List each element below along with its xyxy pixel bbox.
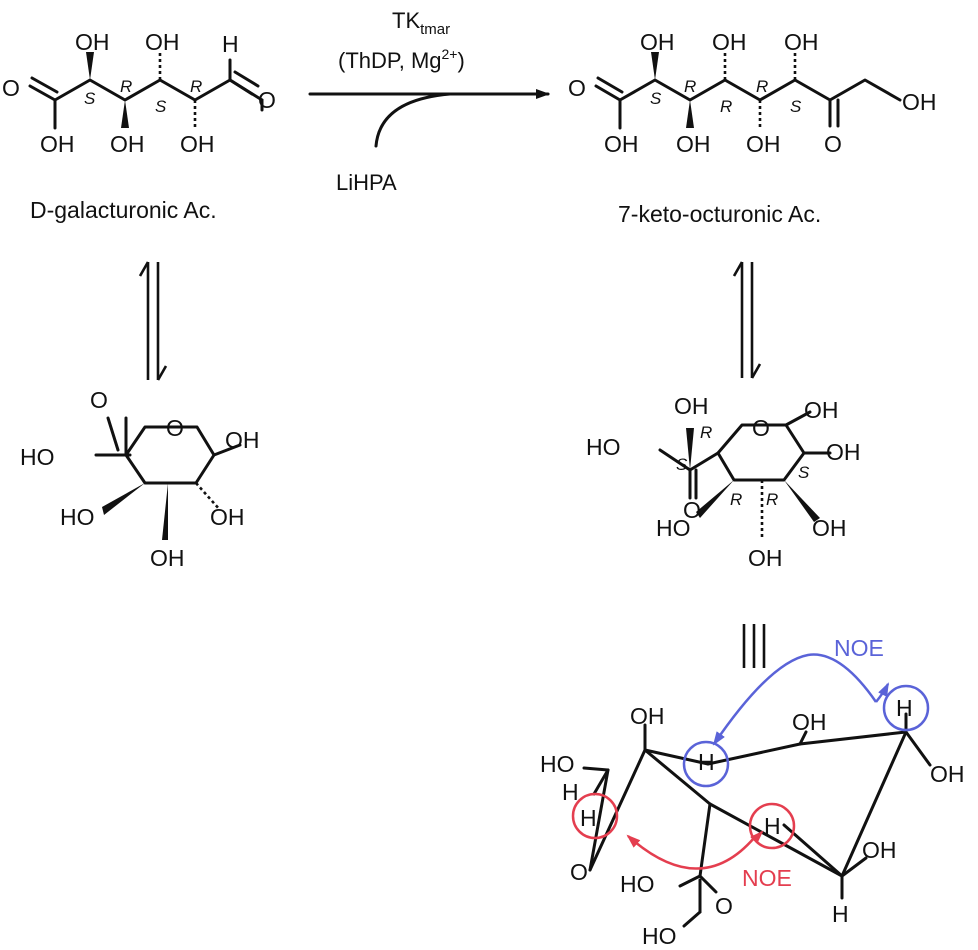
noe-arrow-blue bbox=[712, 653, 878, 746]
o-label: O bbox=[568, 75, 586, 101]
oh-label: OH bbox=[804, 397, 839, 423]
product-name: 7-keto-octuronic Ac. bbox=[618, 201, 821, 227]
h-label: H bbox=[580, 805, 597, 831]
oh-label: OH bbox=[930, 761, 965, 787]
stereo-descriptor: R bbox=[730, 490, 742, 509]
ho-label: HO bbox=[656, 515, 691, 541]
ring-oxygen-label: O bbox=[166, 415, 184, 441]
oh-label: OH bbox=[75, 29, 110, 55]
noe-label-blue: NOE bbox=[834, 635, 884, 661]
oh-label: OH bbox=[812, 515, 847, 541]
stereo-descriptor: R bbox=[720, 97, 732, 116]
h-label: H bbox=[222, 31, 239, 57]
stereo-descriptor: R bbox=[700, 423, 712, 442]
oh-label: OH bbox=[792, 709, 827, 735]
o-label: O bbox=[683, 497, 701, 523]
oh-label: OH bbox=[145, 29, 180, 55]
o-label: O bbox=[258, 87, 276, 113]
ring-oxygen-label: O bbox=[570, 859, 588, 885]
stereo-descriptor: S bbox=[650, 89, 662, 108]
h-label: H bbox=[562, 779, 579, 805]
stereo-descriptor: R bbox=[766, 490, 778, 509]
ring-oxygen-label: O bbox=[752, 415, 770, 441]
o-label: O bbox=[2, 75, 20, 101]
galacturonic-pyranose: O O HO OH HO OH OH bbox=[20, 387, 260, 571]
ho-label: HO bbox=[586, 434, 621, 460]
noe-arrow-red bbox=[626, 834, 755, 870]
noe-label-red: NOE bbox=[742, 865, 792, 891]
cofactors-label: (ThDP, Mg2+) bbox=[338, 46, 465, 73]
oh-label: OH bbox=[604, 131, 639, 157]
oh-label: OH bbox=[640, 29, 675, 55]
oh-label: OH bbox=[674, 393, 709, 419]
oh-label: OH bbox=[748, 545, 783, 571]
oh-label: OH bbox=[210, 504, 245, 530]
ho-label: HO bbox=[60, 504, 95, 530]
stereo-descriptor: R bbox=[120, 77, 132, 96]
noe-circle-red bbox=[748, 802, 796, 850]
stereo-descriptor: R bbox=[190, 77, 202, 96]
noe-circle-blue bbox=[682, 740, 730, 788]
h-label: H bbox=[832, 901, 849, 927]
stereo-descriptor: R bbox=[756, 77, 768, 96]
donor-label: LiHPA bbox=[336, 170, 397, 195]
oh-label: OH bbox=[630, 703, 665, 729]
h-label: H bbox=[764, 813, 781, 839]
noe-arrow-red-head bbox=[749, 830, 764, 845]
stereo-descriptor: S bbox=[798, 463, 810, 482]
oh-label: OH bbox=[150, 545, 185, 571]
stereo-descriptor: R bbox=[684, 77, 696, 96]
ho-label: HO bbox=[642, 923, 677, 949]
ho-label: HO bbox=[540, 751, 575, 777]
galacturonic-open-chain: OH OH H O O OH OH OH S R S R bbox=[2, 29, 276, 157]
reaction-arrow bbox=[308, 89, 550, 148]
h-label: H bbox=[896, 695, 913, 721]
oh-label: OH bbox=[110, 131, 145, 157]
noe-circle-blue bbox=[882, 684, 930, 732]
ho-label: HO bbox=[20, 444, 55, 470]
stereo-descriptor: S bbox=[155, 97, 167, 116]
o-label: O bbox=[715, 893, 733, 919]
oh-label: OH bbox=[746, 131, 781, 157]
oh-label: OH bbox=[180, 131, 215, 157]
equilibrium-arrow-left bbox=[138, 261, 168, 381]
o-label: O bbox=[824, 131, 842, 157]
stereo-descriptor: S bbox=[790, 97, 802, 116]
equilibrium-arrow-right bbox=[732, 261, 762, 379]
oh-label: OH bbox=[784, 29, 819, 55]
identity-symbol bbox=[742, 624, 766, 668]
oh-label: OH bbox=[676, 131, 711, 157]
oh-label: OH bbox=[40, 131, 75, 157]
noe-circle-red bbox=[571, 792, 619, 840]
octuronic-open-chain: OH OH OH O OH OH OH O OH S R R R S bbox=[568, 29, 937, 157]
catalyst-label: TKtmar bbox=[392, 8, 450, 38]
octuronic-pyranose: OH OH O HO OH O HO OH OH S R R R S bbox=[586, 393, 861, 571]
o-label: O bbox=[90, 387, 108, 413]
oh-label: OH bbox=[712, 29, 747, 55]
oh-label: OH bbox=[902, 89, 937, 115]
oh-label: OH bbox=[826, 439, 861, 465]
noe-arrow-blue-head bbox=[875, 682, 890, 703]
oh-label: OH bbox=[225, 427, 260, 453]
substrate-name: D-galacturonic Ac. bbox=[30, 197, 217, 223]
chair-conformation: OH HO H H O H OH H H OH OH H HO O HO bbox=[540, 695, 965, 949]
stereo-descriptor: S bbox=[676, 455, 688, 474]
h-label: H bbox=[698, 749, 715, 775]
stereo-descriptor: S bbox=[84, 89, 96, 108]
oh-label: OH bbox=[862, 837, 897, 863]
ho-label: HO bbox=[620, 871, 655, 897]
